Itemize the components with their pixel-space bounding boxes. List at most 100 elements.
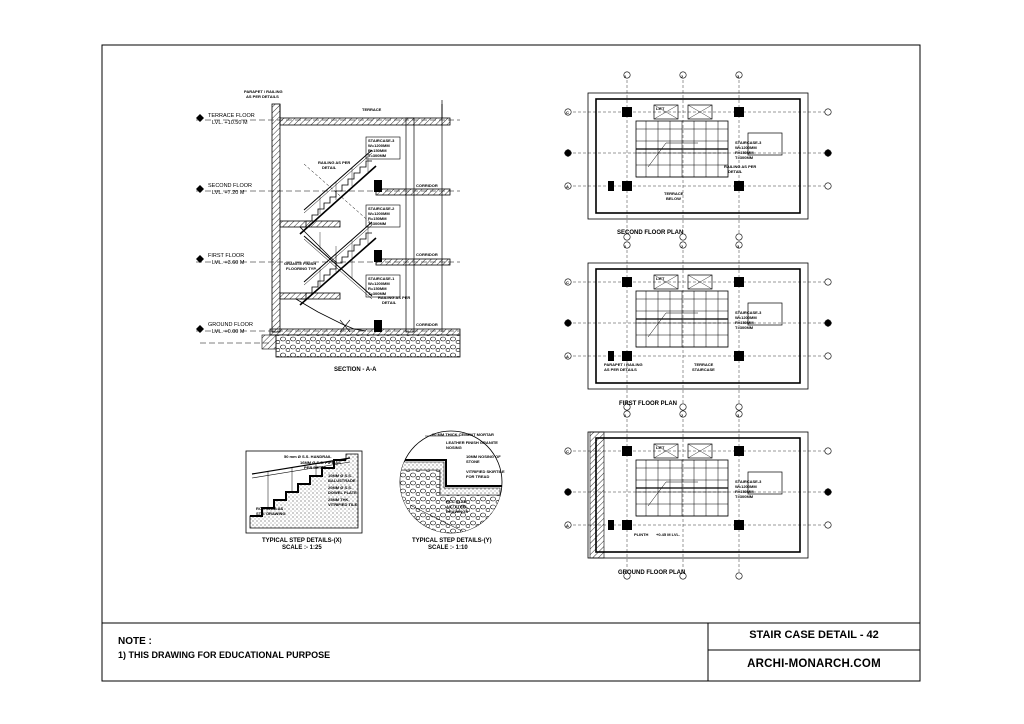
sfp-tag-w: W=1200MM — [735, 145, 757, 150]
ffp-grid-c: C — [566, 280, 569, 285]
stair-tag-3-name: STAIRCASE-3 — [368, 138, 395, 143]
ffp-terrace: TERRACE — [694, 362, 714, 367]
level-value-first: LVL. +3.60 M — [212, 260, 245, 266]
level-name-second: SECOND FLOOR — [208, 183, 253, 189]
step-y-note-8: RCC SLAB — [446, 499, 467, 504]
step-y-note-10: DRAWINGS — [446, 509, 468, 514]
sfp-terrace-note-2: BELOW — [666, 196, 681, 201]
sfp-grid-a: A — [566, 184, 569, 189]
step-y-note-5: STONE — [466, 459, 480, 464]
gfp-grid-2: 2 — [681, 413, 684, 418]
second-floor-plan-drawing — [563, 71, 833, 241]
stair-tag-1-name: STAIRCASE-1 — [368, 276, 395, 281]
stair-tag-2-w: W=1200MM — [368, 211, 390, 216]
sfp-grid-1: 1 — [624, 74, 627, 79]
parapet-note-2: AS PER DETAILS — [246, 94, 279, 99]
sfp-lift: LIFT — [656, 106, 665, 111]
level-value-terrace: LVL. +10.50 M — [212, 120, 248, 126]
ffp-parapet-note-2: AS PER DETAILS — [604, 367, 637, 372]
stair-tag-1-t: T=300MM — [368, 291, 387, 296]
finish-note-2: FLOORING TYP. — [286, 266, 317, 271]
corridor-label-1: CORRIDOR — [416, 183, 438, 188]
gfp-tag-t: T=300MM — [735, 494, 754, 499]
terrace-label: TERRACE — [362, 107, 382, 112]
step-y-note-7: FOR TREAD — [466, 474, 490, 479]
stair-tag-2-t: T=300MM — [368, 221, 387, 226]
gfp-grid-1: 1 — [624, 413, 627, 418]
sfp-railing: RAILING AS PER — [724, 164, 757, 169]
level-name-ground: GROUND FLOOR — [208, 322, 253, 328]
section-title: SECTION - A-A — [334, 367, 377, 373]
sfp-railing-2: DETAIL — [728, 169, 743, 174]
railing-note-upper-2: DETAIL — [322, 165, 337, 170]
ffp-staircase: STAIRCASE — [692, 367, 715, 372]
ffp-grid-a: A — [566, 354, 569, 359]
step-y-scale: SCALE :- 1:10 — [428, 545, 468, 551]
sfp-tag-r: R=150MM — [735, 150, 754, 155]
level-name-terrace: TERRACE FLOOR — [208, 113, 255, 119]
sfp-tag-t: T=300MM — [735, 155, 754, 160]
step-x-note-2: 16MM Ø S.S. PIPE AS — [300, 460, 341, 465]
level-value-second: LVL. +7.20 M — [212, 190, 245, 196]
note-title: NOTE : — [118, 636, 152, 647]
step-y-note-4: 10MM NOSING OF — [466, 454, 501, 459]
parapet-note: PARAPET / RAILING — [244, 89, 283, 94]
step-detail-x-drawing — [245, 450, 363, 534]
sfp-tag-name: STAIRCASE-3 — [735, 140, 762, 145]
ground-floor-plan-title: GROUND FLOOR PLAN — [618, 570, 686, 576]
step-x-note-7: DOWEL PLATE — [328, 490, 357, 495]
ffp-grid-b: B — [566, 321, 569, 326]
step-y-note-3: NOSING — [446, 445, 462, 450]
step-x-title: TYPICAL STEP DETAILS-(X) — [262, 538, 342, 544]
gfp-tag-r: R=150MM — [735, 489, 754, 494]
step-x-scale: SCALE :- 1:25 — [282, 545, 322, 551]
ffp-tag-t: T=300MM — [735, 325, 754, 330]
gfp-tag-w: W=1200MM — [735, 484, 757, 489]
railing-note-lower-2: DETAIL — [382, 300, 397, 305]
sfp-grid-2: 2 — [681, 74, 684, 79]
gfp-lift: LIFT — [656, 445, 665, 450]
step-y-note-2: LEATHER FINISH GRANITE — [446, 440, 498, 445]
sfp-terrace-note: TERRACE — [664, 191, 684, 196]
first-floor-plan-drawing — [563, 241, 833, 412]
step-x-note-11: VITRIFIED TILE — [328, 502, 358, 507]
ffp-tag-r: R=150MM — [735, 320, 754, 325]
step-y-title: TYPICAL STEP DETAILS-(Y) — [412, 538, 492, 544]
ffp-lift: LIFT — [656, 276, 665, 281]
stair-tag-3-r: R=150MM — [368, 148, 387, 153]
gfp-plinth-lvl: +0.45 M LVL. — [656, 532, 681, 537]
step-x-note-3: PER DETAIL — [304, 465, 328, 470]
gfp-grid-b: B — [566, 490, 569, 495]
section-a-a-drawing — [196, 100, 461, 358]
step-y-note-1: 20 MM THICK CEMENT MORTAR — [432, 432, 494, 437]
step-x-note-8: RCC SLAB AS — [256, 506, 284, 511]
gfp-plinth: PLINTH — [634, 532, 649, 537]
step-x-note-4: 10MM Ø S.S. — [328, 473, 353, 478]
step-y-note-6: VITRIFIED SKIRTILE — [466, 469, 505, 474]
stair-tag-3-t: T=300MM — [368, 153, 387, 158]
gfp-grid-c: C — [566, 449, 569, 454]
ground-floor-plan-drawing — [563, 409, 833, 581]
second-floor-plan-title: SECOND FLOOR PLAN — [617, 230, 684, 236]
ffp-tag-name: STAIRCASE-3 — [735, 310, 762, 315]
stair-tag-1-r: R=150MM — [368, 286, 387, 291]
corridor-label-3: CORRIDOR — [416, 322, 438, 327]
step-detail-y-drawing — [399, 430, 503, 534]
level-name-first: FIRST FLOOR — [208, 253, 245, 259]
corridor-label-2: CORRIDOR — [416, 252, 438, 257]
railing-note-upper: RAILING AS PER — [318, 160, 351, 165]
sfp-grid-c: C — [566, 110, 569, 115]
finish-note: GRANITE FINISH — [284, 261, 317, 266]
level-value-ground: LVL. +0.00 M — [212, 329, 245, 335]
gfp-tag-name: STAIRCASE-3 — [735, 479, 762, 484]
website-link[interactable]: ARCHI-MONARCH.COM — [747, 658, 881, 670]
gfp-grid-3: 3 — [737, 413, 740, 418]
ffp-parapet-note: PARAPET / RAILING — [604, 362, 643, 367]
gfp-grid-a: A — [566, 523, 569, 528]
step-x-note-5: BALUSTRADE — [328, 478, 356, 483]
railing-note-lower: RAILING AS PER — [378, 295, 411, 300]
sheet-title: STAIR CASE DETAIL - 42 — [749, 629, 879, 641]
step-y-note-9: AS / STEEL — [446, 504, 468, 509]
sfp-grid-3: 3 — [737, 74, 740, 79]
